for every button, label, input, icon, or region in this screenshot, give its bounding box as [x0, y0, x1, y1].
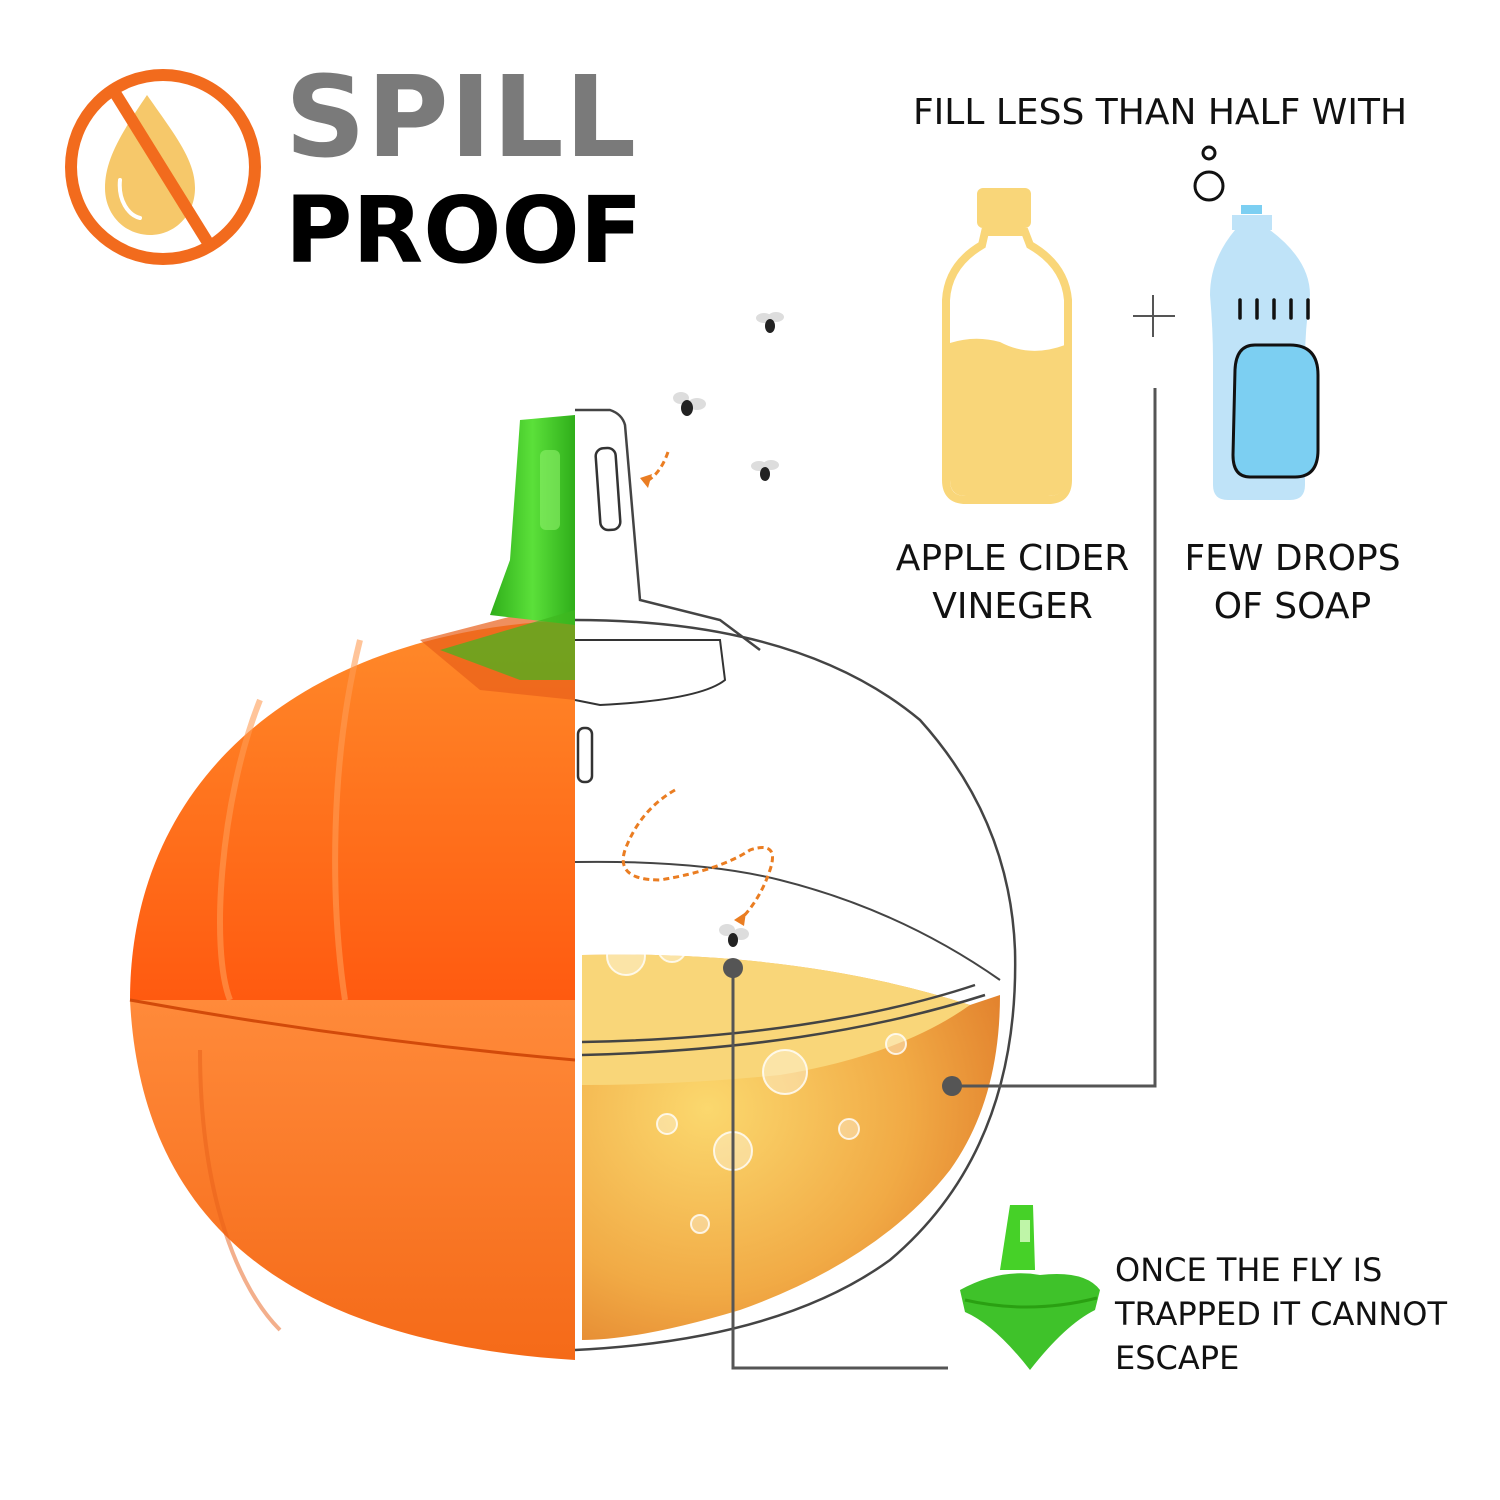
- soap-label: FEW DROPS OF SOAP: [1160, 535, 1425, 631]
- vinegar-label: APPLE CIDER VINEGER: [880, 535, 1145, 631]
- trap-note: ONCE THE FLY IS TRAPPED IT CANNOT ESCAPE: [1115, 1248, 1447, 1380]
- fill-instruction: FILL LESS THAN HALF WITH: [912, 92, 1408, 133]
- trap-note-line2: TRAPPED IT CANNOT: [1115, 1295, 1447, 1333]
- title-spill: SPILL: [285, 53, 638, 183]
- soap-label-line1: FEW DROPS: [1184, 538, 1401, 579]
- trap-note-line3: ESCAPE: [1115, 1339, 1240, 1377]
- trap-note-line1: ONCE THE FLY IS: [1115, 1251, 1383, 1289]
- fly-icons: [673, 312, 784, 947]
- pumpkin-cutaway-diagram: [574, 408, 1017, 1352]
- pumpkin-photo: [129, 415, 575, 1360]
- vinegar-label-line1: APPLE CIDER: [895, 538, 1130, 579]
- green-cap-photo: [960, 1205, 1100, 1370]
- title-proof: PROOF: [285, 177, 643, 284]
- soap-label-line2: OF SOAP: [1213, 586, 1372, 627]
- soap-bottle-icon: [1193, 145, 1320, 500]
- plus-icon: [1133, 295, 1175, 337]
- vinegar-label-line2: VINEGER: [932, 586, 1093, 627]
- vinegar-bottle-icon: [942, 188, 1072, 504]
- callout-lines: [731, 388, 1157, 1370]
- no-spill-drop-icon: [65, 69, 261, 265]
